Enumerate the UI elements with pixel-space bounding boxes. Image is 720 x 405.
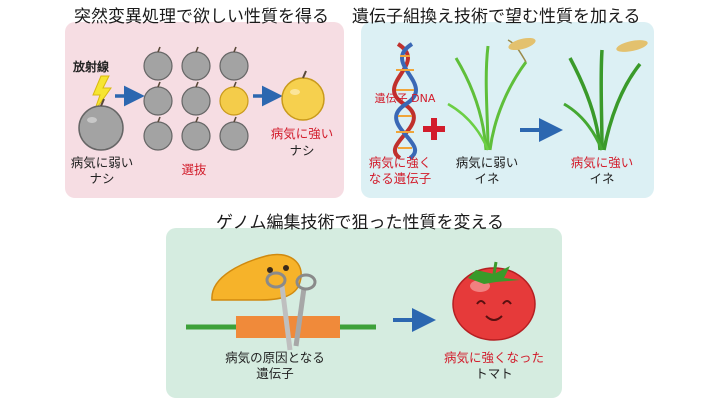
mutation-title: 突然変異処理で欲しい性質を得る [74,7,329,27]
dna-label: 遺伝子 DNA [374,92,436,105]
result-pear-label: 病気に強い [270,126,334,141]
weak-rice-label-2: イネ [474,171,500,186]
yellow-pear-icon [281,70,325,121]
result-pear-name: ナシ [289,143,315,158]
radiation-label: 放射線 [73,60,110,74]
target-gene-label-2: 遺伝子 [256,366,294,381]
gray-pear-icon [78,98,124,151]
scissors-icon [265,271,317,351]
result-tomato-name: トマト [475,366,513,381]
recombination-title: 遺伝子組換え技術で望む性質を加える [352,7,641,27]
resistant-gene-label-2: なる遺伝子 [368,171,432,186]
pear-grid [143,46,249,151]
dna-icon [392,42,418,160]
plus-icon [423,118,445,140]
resistant-gene-label-1: 病気に強く [368,155,432,170]
target-gene-label-1: 病気の原因となる [225,350,325,365]
weak-rice-label-1: 病気に弱い [455,155,519,170]
original-pear-label-2: ナシ [89,171,115,186]
original-pear-label-1: 病気に弱い [70,155,134,170]
strong-rice-label: 病気に強い [570,155,634,170]
result-tomato-label: 病気に強くなった [443,350,544,365]
strong-rice-name: イネ [589,171,615,186]
selection-label: 選抜 [181,162,207,177]
rice-plant-icon [447,37,536,151]
genome-title: ゲノム編集技術で狙った性質を変える [216,213,504,233]
rice-plant-strong-icon [563,40,648,151]
guide-character-icon [211,253,302,301]
tomato-icon [452,261,536,341]
